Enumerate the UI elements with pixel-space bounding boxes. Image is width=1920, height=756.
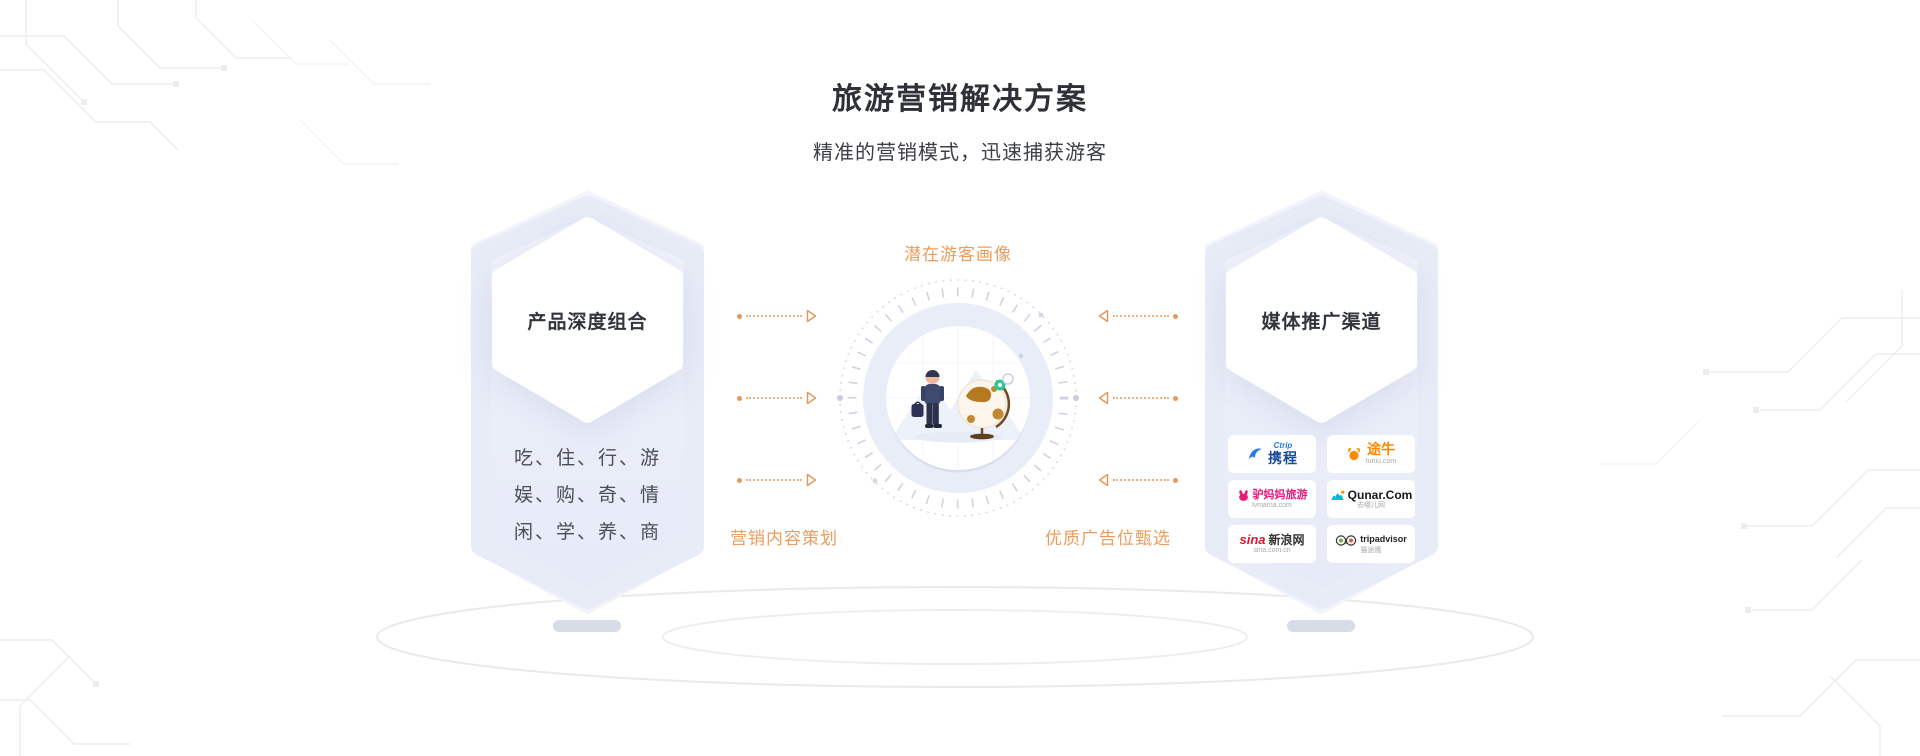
flow-dotted-line [1113, 315, 1169, 317]
flow-arrow-left-2 [737, 391, 817, 405]
product-line: 闲、学、养、商 [513, 522, 661, 543]
card-shadow-left [553, 620, 621, 632]
flow-dot [737, 477, 742, 483]
audience-dial-illustration [837, 279, 1079, 517]
product-line: 娱、购、奇、情 [513, 485, 661, 506]
sina-cn-label: 新浪网 [1268, 532, 1305, 547]
product-combination-card: 产品深度组合 吃、住、行、游 娱、购、奇、情 闲、学、养、商 [470, 190, 705, 615]
tripadvisor-en-label: tripadvisor [1360, 534, 1407, 545]
flow-arrow-right-3 [1098, 473, 1178, 487]
logo-lvmama: 驴妈妈旅游 lvmama.com [1228, 480, 1316, 518]
flow-dotted-line [746, 479, 802, 481]
flow-dot [1173, 313, 1178, 319]
lvmama-cn-label: 驴妈妈旅游 [1252, 489, 1308, 502]
product-elements-list: 吃、住、行、游 娱、购、奇、情 闲、学、养、商 [470, 440, 705, 551]
qunar-en-label: Qunar.Com [1347, 487, 1413, 502]
flow-dotted-line [1113, 479, 1169, 481]
label-premium-ad-selection: 优质广告位甄选 [1045, 529, 1171, 548]
lvmama-donkey-icon [1238, 489, 1248, 501]
flow-arrow-right-1 [1098, 309, 1178, 323]
tripadvisor-sub-label: 猫途鹰 [1360, 546, 1382, 554]
white-hexagon-shape [492, 217, 683, 423]
sina-en-label: sina [1239, 532, 1266, 547]
right-card-title: 媒体推广渠道 [1261, 311, 1382, 333]
flow-dot [1173, 477, 1178, 483]
white-hexagon-shape [1226, 217, 1417, 423]
arrow-left-icon [1098, 309, 1109, 323]
label-marketing-content-planning: 营销内容策划 [730, 529, 838, 548]
ctrip-en-label: Ctrip [1273, 440, 1293, 450]
tripadvisor-owl-icon [1336, 534, 1357, 546]
logo-qunar: Qunar.Com 去哪儿网 [1327, 480, 1415, 518]
logo-tuniu: 途牛 tuniu.com [1327, 435, 1415, 473]
ground-ellipse-rings [376, 586, 1534, 688]
traveler-globe-illustration [886, 326, 1030, 470]
flow-arrow-right-2 [1098, 391, 1178, 405]
card-shadow-right [1287, 620, 1355, 632]
card-title-hexagon: 产品深度组合 [492, 216, 683, 424]
flow-arrow-left-3 [737, 473, 817, 487]
section-header: 旅游营销解决方案 精准的营销模式，迅速捕获游客 [0, 74, 1920, 165]
page-title: 旅游营销解决方案 [832, 83, 1088, 116]
left-card-title: 产品深度组合 [527, 311, 648, 333]
arrow-left-icon [1098, 391, 1109, 405]
audience-dial [828, 268, 1088, 528]
flow-dot [737, 313, 742, 319]
logo-ctrip: Ctrip 携程 [1228, 435, 1316, 473]
card-title-hexagon: 媒体推广渠道 [1226, 216, 1417, 424]
qunar-camel-icon [1331, 490, 1345, 501]
arrow-left-icon [1098, 473, 1109, 487]
arrow-right-icon [806, 473, 817, 487]
flow-dot [1173, 395, 1178, 401]
flow-dot [737, 395, 742, 401]
page-subtitle: 精准的营销模式，迅速捕获游客 [813, 142, 1107, 164]
logo-sina: sina 新浪网 sina.com.cn [1228, 525, 1316, 563]
arrow-right-icon [806, 391, 817, 405]
tuniu-sub-label: tuniu.com [1365, 457, 1397, 465]
flow-dotted-line [1113, 397, 1169, 399]
tuniu-cow-icon [1347, 448, 1360, 461]
flow-arrow-left-1 [737, 309, 817, 323]
logo-tripadvisor: tripadvisor 猫途鹰 [1327, 525, 1415, 563]
media-logo-grid: Ctrip 携程 途牛 tuniu.com [1228, 435, 1416, 563]
ctrip-dolphin-icon [1249, 448, 1262, 459]
product-line: 吃、住、行、游 [513, 448, 661, 469]
lvmama-sub-label: lvmama.com [1252, 501, 1292, 509]
arrow-right-icon [806, 309, 817, 323]
sina-sub-label: sina.com.cn [1253, 547, 1291, 555]
flow-dotted-line [746, 397, 802, 399]
qunar-sub-label: 去哪儿网 [1357, 501, 1385, 509]
tuniu-cn-label: 途牛 [1366, 441, 1395, 458]
ctrip-cn-label: 携程 [1268, 449, 1298, 466]
media-channels-card: 媒体推广渠道 Ctrip 携程 途牛 tuniu.com [1204, 190, 1439, 615]
label-potential-tourist-portrait: 潜在游客画像 [904, 245, 1012, 264]
flow-dotted-line [746, 315, 802, 317]
